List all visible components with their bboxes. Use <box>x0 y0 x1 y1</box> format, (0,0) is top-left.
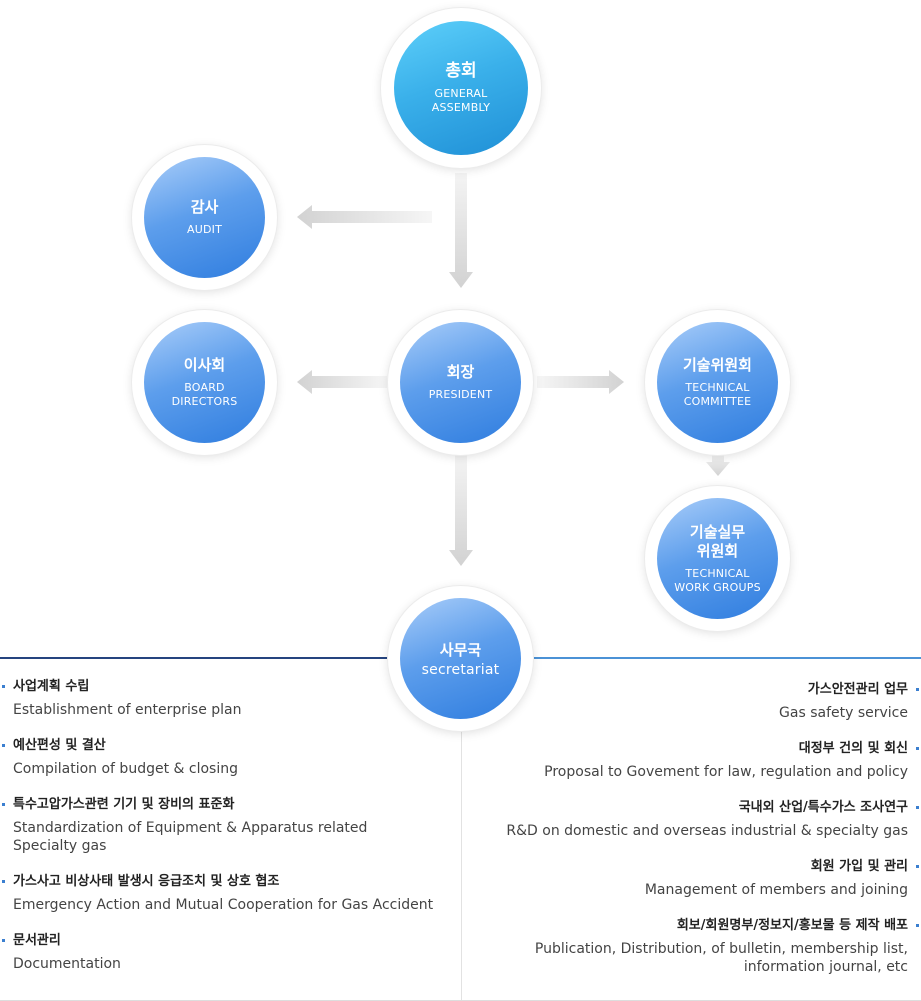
node-president-en: PRESIDENT <box>428 388 493 401</box>
node-board-directors: 이사회 BOARD DIRECTORS <box>132 310 277 455</box>
node-technical-committee-ko: 기술위원회 <box>682 356 752 374</box>
divider-right <box>534 657 921 659</box>
task-item: 문서관리 Documentation <box>0 932 450 973</box>
task-title: 회보/회원명부/정보지/홍보물 등 제작 배포 <box>676 918 908 933</box>
task-description: Documentation <box>13 956 121 972</box>
task-description: Compilation of budget & closing <box>13 761 238 777</box>
node-board-directors-ko: 이사회 <box>183 356 226 374</box>
task-description: Publication, Distribution, of bulletin, … <box>534 941 908 975</box>
task-description: R&D on domestic and overseas industrial … <box>506 823 908 839</box>
node-audit: 감사 AUDIT <box>132 145 277 290</box>
arrow-president-to-board <box>297 370 387 394</box>
task-title: 문서관리 <box>13 933 61 948</box>
node-secretariat: 사무국 secretariat <box>388 586 533 731</box>
node-technical-work-groups: 기술실무 위원회 TECHNICAL WORK GROUPS <box>645 486 790 631</box>
task-item: 국내외 산업/특수가스 조사연구 R&D on domestic and over… <box>481 799 921 840</box>
arrow-committee-to-workgroups <box>706 455 730 476</box>
bullet-icon <box>916 865 919 868</box>
task-title: 가스사고 비상사태 발생시 응급조치 및 상호 협조 <box>13 874 280 889</box>
task-description: Standardization of Equipment & Apparatus… <box>13 820 368 854</box>
node-president: 회장 PRESIDENT <box>388 310 533 455</box>
task-list-right: 가스안전관리 업무 Gas safety service 대정부 건의 및 회신 P… <box>481 681 921 994</box>
task-item: 회보/회원명부/정보지/홍보물 등 제작 배포 Publication, Dist… <box>481 917 921 976</box>
bullet-icon <box>2 685 5 688</box>
task-title: 가스안전관리 업무 <box>807 682 908 697</box>
bullet-icon <box>916 806 919 809</box>
task-description: Emergency Action and Mutual Cooperation … <box>13 897 434 913</box>
node-general-assembly: 총회 GENERAL ASSEMBLY <box>381 8 541 168</box>
task-description: Establishment of enterprise plan <box>13 702 242 718</box>
node-technical-committee: 기술위원회 TECHNICAL COMMITTEE <box>645 310 790 455</box>
bullet-icon <box>916 747 919 750</box>
arrow-assembly-to-president <box>449 173 473 288</box>
task-title: 예산편성 및 결산 <box>13 738 106 753</box>
task-description: Management of members and joining <box>644 882 908 898</box>
task-title: 국내외 산업/특수가스 조사연구 <box>738 800 908 815</box>
node-technical-work-groups-ko: 기술실무 위원회 <box>689 522 746 560</box>
node-audit-ko: 감사 <box>190 198 219 216</box>
node-secretariat-en: secretariat <box>421 661 500 678</box>
task-description: Gas safety service <box>779 705 908 721</box>
task-title: 사업계획 수립 <box>13 679 90 694</box>
task-item: 특수고압가스관련 기기 및 장비의 표준화 Standardization of … <box>0 796 450 855</box>
node-technical-committee-en: TECHNICAL COMMITTEE <box>683 381 752 408</box>
task-item: 가스안전관리 업무 Gas safety service <box>481 681 921 722</box>
task-title: 대정부 건의 및 회신 <box>798 741 908 756</box>
node-secretariat-ko: 사무국 <box>439 640 482 659</box>
task-item: 회원 가입 및 관리 Management of members and join… <box>481 858 921 899</box>
bullet-icon <box>916 688 919 691</box>
node-general-assembly-en: GENERAL ASSEMBLY <box>431 86 491 114</box>
node-technical-work-groups-en: TECHNICAL WORK GROUPS <box>674 566 761 594</box>
task-item: 대정부 건의 및 회신 Proposal to Govement for law,… <box>481 740 921 781</box>
bullet-icon <box>2 880 5 883</box>
task-item: 예산편성 및 결산 Compilation of budget & closing <box>0 737 450 778</box>
arrow-president-to-committee <box>537 370 624 394</box>
bullet-icon <box>2 744 5 747</box>
task-item: 사업계획 수립 Establishment of enterprise plan <box>0 678 450 719</box>
node-audit-en: AUDIT <box>186 223 222 236</box>
task-item: 가스사고 비상사태 발생시 응급조치 및 상호 협조 Emergency Acti… <box>0 873 450 914</box>
bullet-icon <box>916 924 919 927</box>
bullet-icon <box>2 803 5 806</box>
node-board-directors-en: BOARD DIRECTORS <box>171 381 238 408</box>
arrow-president-to-secretariat <box>449 455 473 566</box>
task-title: 회원 가입 및 관리 <box>810 859 908 874</box>
arrow-to-audit <box>297 205 432 229</box>
task-description: Proposal to Govement for law, regulation… <box>544 764 908 780</box>
column-divider <box>461 730 462 1000</box>
node-president-ko: 회장 <box>446 363 475 381</box>
task-title: 특수고압가스관련 기기 및 장비의 표준화 <box>13 797 235 812</box>
node-general-assembly-ko: 총회 <box>445 60 477 81</box>
divider-left <box>0 657 388 659</box>
bullet-icon <box>2 939 5 942</box>
